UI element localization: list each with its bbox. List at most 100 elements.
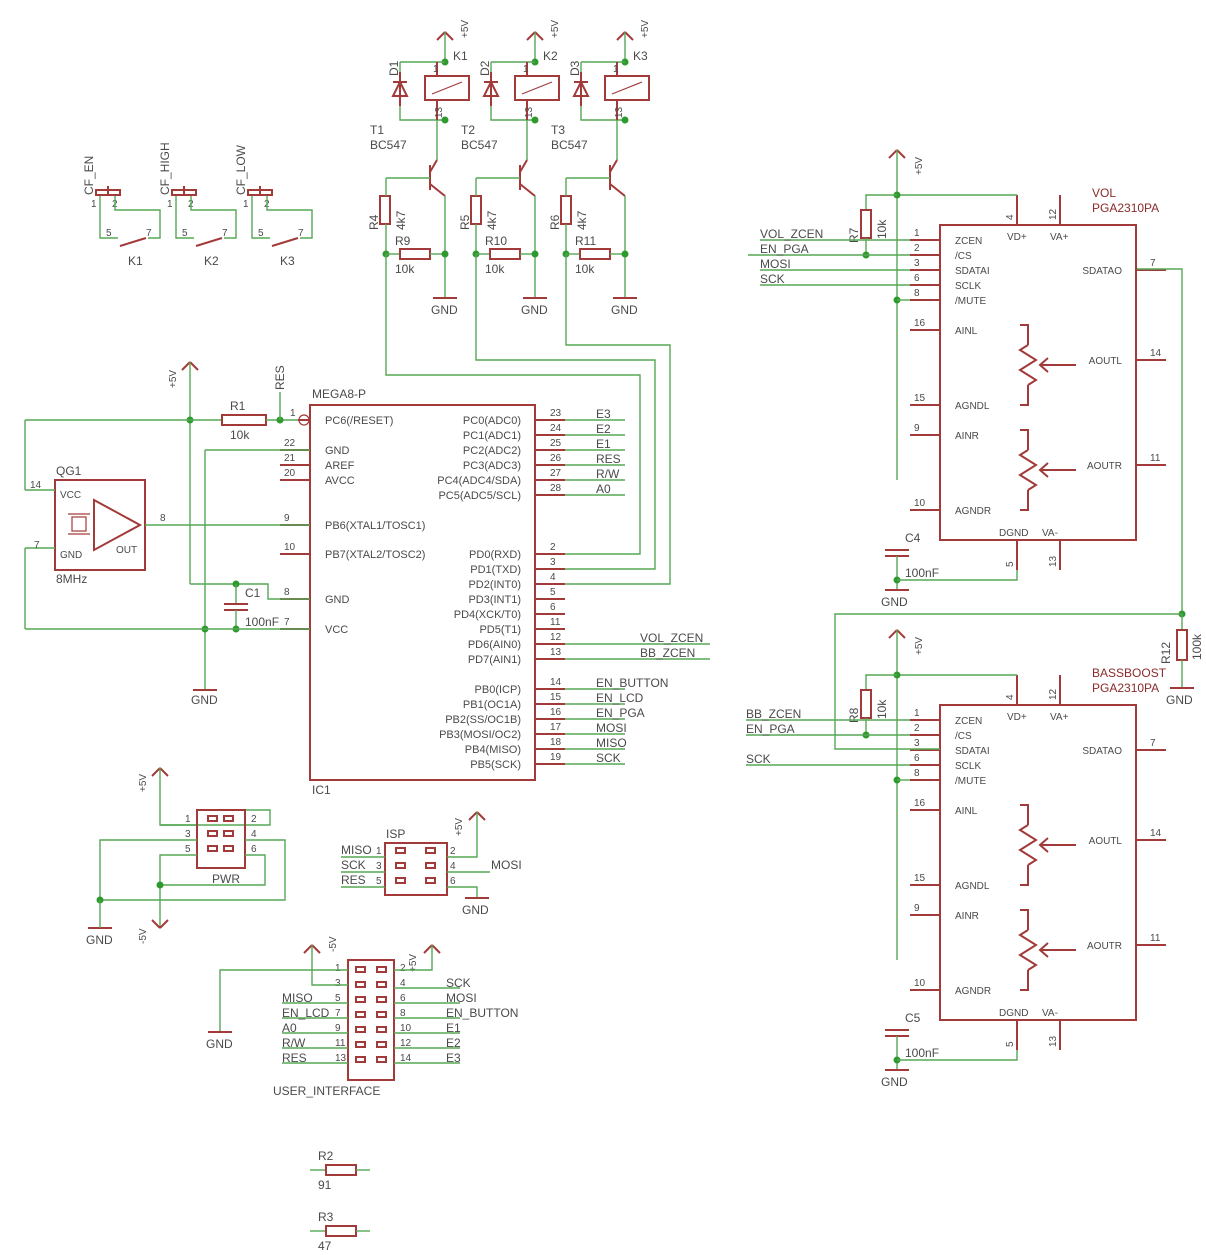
mcu-ref: IC1: [312, 783, 331, 797]
c1-ref: C1: [245, 586, 261, 600]
pin-label: GND: [325, 594, 350, 606]
pin-number: 13: [335, 1053, 347, 1064]
pin-label: VD+: [1007, 712, 1027, 723]
svg-text:5: 5: [106, 228, 112, 239]
pin-label: PD2(INT0): [468, 579, 521, 591]
svg-text:5: 5: [258, 228, 264, 239]
gnd-label: GND: [881, 1075, 908, 1089]
pin-label: PB5(SCK): [470, 759, 521, 771]
ui-ref: USER_INTERFACE: [273, 1084, 380, 1098]
pga-title: VOL: [1092, 186, 1116, 200]
net-label: A0: [282, 1021, 297, 1035]
osc-ref: QG1: [56, 464, 82, 478]
r1-ref: R1: [230, 399, 246, 413]
net-label: E2: [596, 422, 611, 436]
pin-number: 2: [550, 542, 556, 553]
pin-label: PD4(XCK/T0): [454, 609, 521, 621]
pin-label: AINR: [955, 431, 979, 442]
svg-text:5: 5: [185, 844, 191, 855]
transistor-model: BC547: [461, 138, 498, 152]
pin-label: SCLK: [955, 761, 981, 772]
net-label: E3: [446, 1051, 461, 1065]
gnd-label: GND: [431, 303, 458, 317]
rpull-value: 10k: [485, 262, 505, 276]
net-label: BB_ZCEN: [746, 707, 801, 721]
cap-value: 100nF: [905, 1046, 939, 1060]
c1-value: 100nF: [245, 615, 279, 629]
rbase-value: 4k7: [394, 210, 408, 230]
svg-text:1: 1: [433, 64, 439, 75]
pin-number: 11: [335, 1038, 346, 1049]
pin-number: 5: [335, 993, 341, 1004]
svg-text:4: 4: [450, 861, 456, 872]
pin-number: 6: [400, 993, 406, 1004]
r2-ref: R2: [318, 1149, 334, 1163]
svg-text:5: 5: [182, 228, 188, 239]
net-label: MOSI: [596, 721, 627, 735]
svg-text:7: 7: [222, 228, 228, 239]
supply-label: +5V: [460, 20, 471, 38]
pin-number: 14: [550, 677, 562, 688]
r1-value: 10k: [230, 428, 250, 442]
osc-pin: 8: [160, 513, 166, 524]
net-label: MOSI: [446, 991, 477, 1005]
pin-label: PC0(ADC0): [463, 415, 521, 427]
pga-title: BASSBOOST: [1092, 666, 1167, 680]
pin-label: AOUTL: [1089, 836, 1123, 847]
pin-number: 8: [400, 1008, 406, 1019]
rbase-ref: R6: [548, 214, 562, 230]
contact-relay: K2: [204, 254, 219, 268]
net-label: VOL_ZCEN: [760, 227, 823, 241]
osc-pin: 7: [34, 540, 40, 551]
pin-label: AGNDL: [955, 881, 990, 892]
pin-label: /CS: [955, 251, 972, 262]
pin-number: 9: [335, 1023, 341, 1034]
pin-number: 3: [550, 557, 556, 568]
relay-ref: K2: [543, 49, 558, 63]
pin-number: 13: [1048, 555, 1059, 567]
r12-value: 100k: [1190, 633, 1204, 660]
isp-net: MOSI: [491, 858, 522, 872]
supply-label: +5V: [138, 774, 149, 792]
pin-label: DGND: [999, 528, 1028, 539]
pin-number: 8: [914, 768, 920, 779]
resistor-ref: R7: [847, 227, 861, 243]
pin-label: AGNDR: [955, 986, 991, 997]
r2: R2 91: [310, 1149, 370, 1192]
pin-number: 6: [914, 753, 920, 764]
cap-ref: C4: [905, 531, 921, 545]
svg-text:6: 6: [251, 844, 257, 855]
pin-label: PC4(ADC4/SDA): [437, 475, 521, 487]
svg-text:1: 1: [376, 846, 382, 857]
supply-label: +5V: [640, 20, 651, 38]
pin-label: SDATAI: [955, 746, 990, 757]
svg-text:1: 1: [91, 199, 97, 210]
diode-ref: D2: [478, 60, 492, 76]
net-label: EN_PGA: [746, 722, 795, 736]
svg-text:5: 5: [376, 876, 382, 887]
net-label: EN_LCD: [596, 691, 644, 705]
svg-text:1: 1: [613, 64, 619, 75]
mcu-name: MEGA8-P: [312, 387, 366, 401]
relay-ref: K1: [453, 49, 468, 63]
pin-label: SDATAO: [1082, 266, 1122, 277]
relay-driver-3: +5V 1 13 K3 D3 T3 BC547 R6 4k7 R11 10k: [535, 20, 671, 585]
pin-number: 14: [1150, 828, 1162, 839]
resistor-ref: R8: [847, 707, 861, 723]
gnd-label: GND: [206, 1037, 233, 1051]
pga-vol: VOLPGA2310PA1ZCEN2/CS3SDATAI6SCLK8/MUTE1…: [748, 149, 1166, 609]
pga-part: PGA2310PA: [1092, 201, 1159, 215]
pga-bassboost: BASSBOOSTPGA2310PA1ZCEN2/CS3SDATAI6SCLK8…: [746, 629, 1167, 1089]
net-label: VOL_ZCEN: [640, 631, 703, 645]
relay-driver-2: +5V 1 13 K2 D2 T2 BC547 R5 4k7 R10 10k: [458, 20, 656, 570]
relay-driver-1: +5V 1 13 K1 D1 T1 BC547 R4 4k7: [367, 20, 641, 555]
supply-label: +5V: [408, 954, 419, 972]
gnd-label: GND: [611, 303, 638, 317]
net-label: E2: [446, 1036, 461, 1050]
pin-number: 15: [914, 393, 926, 404]
pin-label: PD6(AIN0): [468, 639, 521, 651]
pin-label: DGND: [999, 1008, 1028, 1019]
svg-text:13: 13: [614, 106, 625, 118]
